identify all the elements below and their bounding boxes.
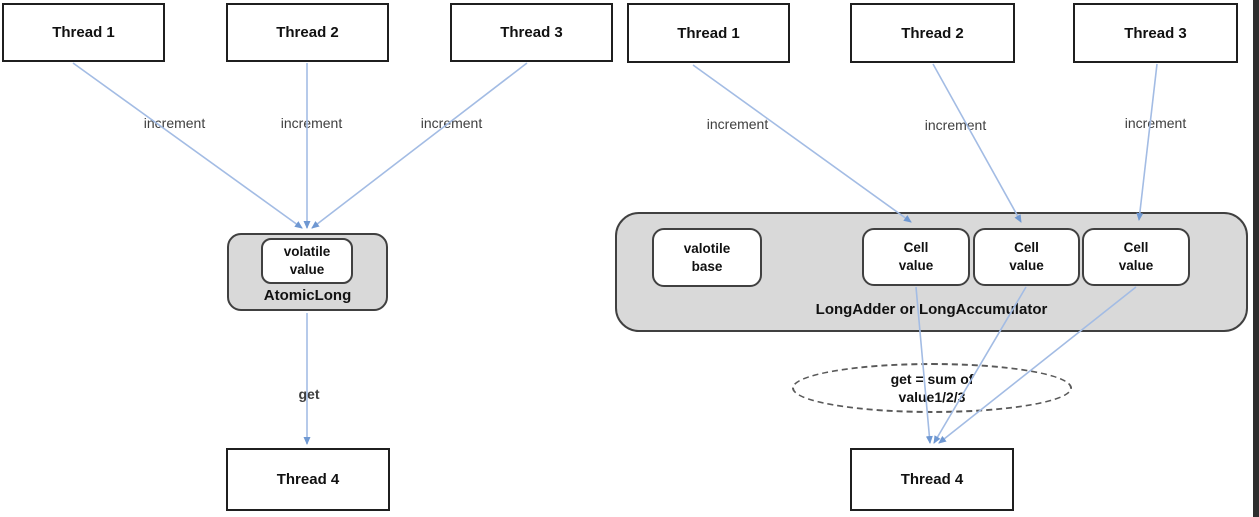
- volatile-value-line2: value: [289, 262, 325, 277]
- right-thread-1-box: Thread 1: [627, 3, 790, 63]
- cell-2-line1: Cell: [1014, 240, 1039, 256]
- left-thread-1-box: Thread 1: [2, 3, 165, 62]
- volatile-base-line1: valotile: [683, 240, 731, 256]
- cell-3-line1: Cell: [1123, 240, 1149, 256]
- right-thread-4-box: Thread 4: [850, 448, 1014, 511]
- left-thread-3-box: Thread 3: [450, 3, 613, 62]
- left-thread-2-box: Thread 2: [226, 3, 389, 62]
- left-increment-arrow-1: [72, 62, 303, 229]
- get-sum-ellipse: get = sum of value1/2/3: [792, 363, 1072, 413]
- right-thread-3-box: Thread 3: [1073, 3, 1238, 63]
- right-increment-label-3: increment: [1124, 115, 1187, 131]
- right-increment-arrow-3: [1136, 63, 1158, 221]
- get-sum-line2: value1/2/3: [898, 389, 966, 405]
- right-increment-label-2: increment: [924, 117, 987, 133]
- right-increment-arrow-1: [692, 64, 912, 223]
- cell-2-line2: value: [1009, 258, 1044, 273]
- volatile-base-line2: base: [691, 258, 723, 274]
- window-edge-bar: [1253, 0, 1259, 517]
- right-thread-2-box: Thread 2: [850, 3, 1015, 63]
- right-increment-label-1: increment: [706, 116, 769, 132]
- volatile-base-box: valotile base: [652, 228, 762, 287]
- volatile-value-line1: volatile: [283, 244, 331, 260]
- cell-value-box-3: Cell value: [1082, 228, 1190, 286]
- left-thread-4-box: Thread 4: [226, 448, 390, 511]
- longadder-label: LongAdder or LongAccumulator: [815, 301, 1048, 318]
- atomiclong-label: AtomicLong: [263, 287, 352, 304]
- left-increment-arrow-3: [311, 62, 528, 229]
- cell-3-line2: value: [1118, 258, 1154, 273]
- left-increment-label-3: increment: [420, 115, 483, 131]
- cell-1-line1: Cell: [903, 240, 929, 256]
- left-increment-label-1: increment: [143, 115, 206, 131]
- volatile-value-box: volatile value: [261, 238, 353, 284]
- left-increment-label-2: increment: [280, 115, 343, 131]
- right-increment-arrow-2: [932, 63, 1022, 223]
- cell-value-box-1: Cell value: [862, 228, 970, 286]
- cell-value-box-2: Cell value: [973, 228, 1080, 286]
- get-sum-line1: get = sum of: [890, 370, 974, 387]
- left-get-label: get: [298, 386, 320, 402]
- cell-1-line2: value: [898, 258, 934, 273]
